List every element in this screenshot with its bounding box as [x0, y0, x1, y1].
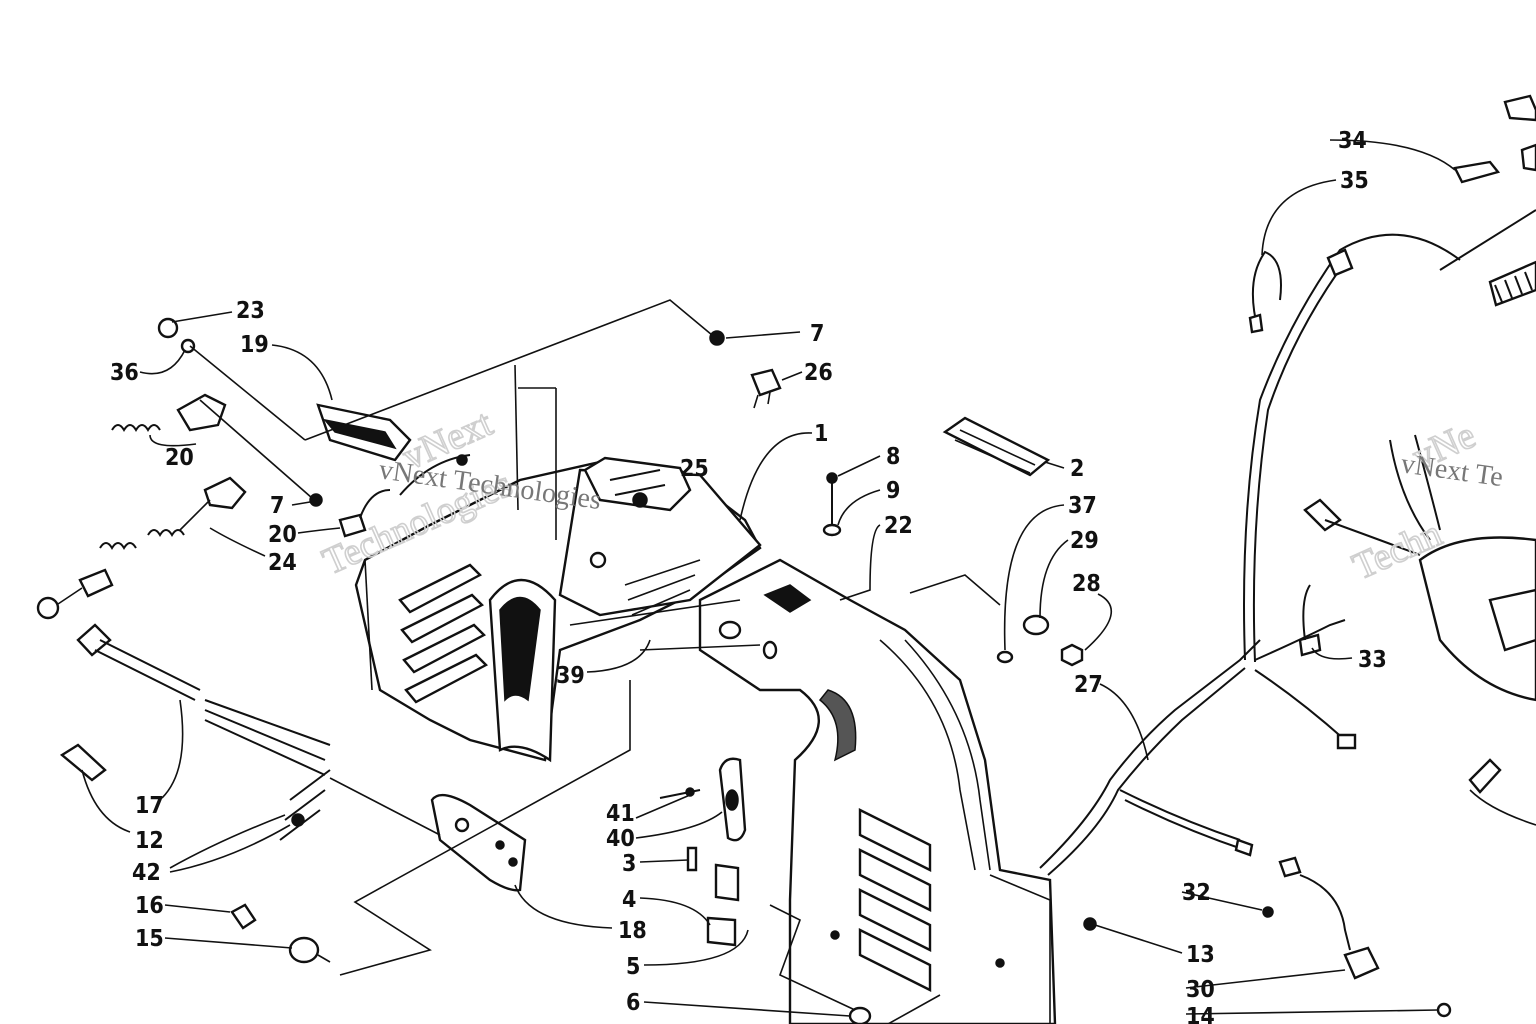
- console-assembly: [354, 460, 1057, 1024]
- callout-20-lower: 20: [268, 522, 297, 548]
- lamp-housing: [316, 403, 412, 462]
- callout-22: 22: [884, 513, 913, 539]
- bottom-fasteners: [830, 930, 1005, 1024]
- callout-6: 6: [626, 990, 640, 1016]
- callout-17: 17: [135, 793, 164, 819]
- callout-36: 36: [110, 360, 139, 386]
- callout-20-top: 20: [165, 445, 194, 471]
- leader-lines: [81, 139, 1536, 1017]
- callout-labels: 1 2 3 4 5 6 7 7 8 9 12 13 14 15 16 17 18…: [110, 128, 1387, 1024]
- callout-41: 41: [606, 801, 635, 827]
- callout-4: 4: [622, 887, 636, 913]
- callout-30: 30: [1186, 977, 1215, 1003]
- callout-3: 3: [622, 851, 636, 877]
- callout-13: 13: [1186, 942, 1215, 968]
- callout-34: 34: [1338, 128, 1367, 154]
- callout-29: 29: [1070, 528, 1099, 554]
- callout-5: 5: [626, 954, 640, 980]
- latch-plate: [659, 757, 747, 842]
- left-small-parts: [36, 317, 391, 964]
- top-small-parts: [709, 330, 1084, 667]
- callout-24: 24: [268, 550, 297, 576]
- tail-light: [430, 793, 527, 892]
- callout-23: 23: [236, 298, 265, 324]
- callout-2: 2: [1070, 456, 1084, 482]
- callout-9: 9: [886, 478, 900, 504]
- callout-27: 27: [1074, 672, 1103, 698]
- clip-parts: [686, 846, 740, 947]
- callout-40: 40: [606, 826, 635, 852]
- callout-32: 32: [1182, 880, 1211, 906]
- callout-26: 26: [804, 360, 833, 386]
- callout-1: 1: [814, 421, 828, 447]
- callout-42: 42: [132, 860, 161, 886]
- wiring-harness: [1039, 94, 1536, 1018]
- callout-15: 15: [135, 926, 164, 952]
- callout-28: 28: [1072, 571, 1101, 597]
- callout-14: 14: [1186, 1004, 1215, 1024]
- callout-33: 33: [1358, 647, 1387, 673]
- watermark-right-caption: vNext Te: [1399, 448, 1505, 493]
- plate-part: [942, 416, 1051, 477]
- callout-25: 25: [680, 456, 709, 482]
- callout-7-top: 7: [810, 321, 824, 347]
- callout-37: 37: [1068, 493, 1097, 519]
- callout-18: 18: [618, 918, 647, 944]
- callout-19: 19: [240, 332, 269, 358]
- callout-39: 39: [556, 663, 585, 689]
- callout-16: 16: [135, 893, 164, 919]
- callout-8: 8: [886, 444, 900, 470]
- callout-7-left: 7: [270, 493, 284, 519]
- callout-12: 12: [135, 828, 164, 854]
- switch-cluster: [399, 454, 692, 512]
- callout-35: 35: [1340, 168, 1369, 194]
- explosion-lines: [189, 299, 1001, 1024]
